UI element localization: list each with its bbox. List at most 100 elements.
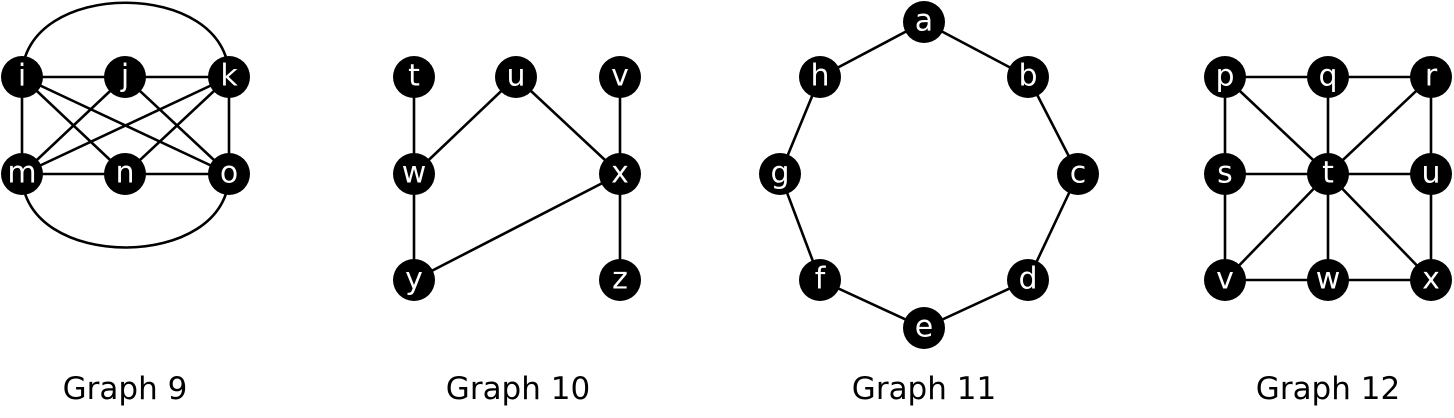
- node-o: o: [208, 153, 250, 195]
- edge-k-n: [124, 76, 230, 175]
- node-label: u: [506, 59, 525, 94]
- node-label: m: [7, 156, 36, 191]
- edge-p-t: [1224, 76, 1329, 175]
- node-label: x: [611, 156, 629, 191]
- node-w: w: [1307, 259, 1349, 301]
- node-circle: [393, 259, 435, 301]
- node-circle: [1410, 56, 1452, 98]
- graph-11-title: Graph 11: [852, 371, 996, 407]
- node-circle: [104, 56, 146, 98]
- node-circle: [1, 56, 43, 98]
- nodes: a b c d e f g h: [759, 1, 1099, 349]
- node-x: x: [599, 153, 641, 195]
- node-v: v: [599, 56, 641, 98]
- node-circle: [393, 56, 435, 98]
- node-label: t: [408, 59, 420, 94]
- node-circle: [903, 307, 945, 349]
- node-label: s: [1217, 156, 1233, 191]
- node-circle: [1, 153, 43, 195]
- node-z: z: [599, 259, 641, 301]
- node-label: f: [815, 262, 827, 297]
- node-t: t: [1307, 153, 1349, 195]
- node-circle: [1057, 153, 1099, 195]
- node-y: y: [393, 259, 435, 301]
- node-u: u: [495, 56, 537, 98]
- node-circle: [599, 56, 641, 98]
- node-label: x: [1422, 262, 1440, 297]
- edge-i-k: [20, 1, 231, 78]
- node-circle: [759, 153, 801, 195]
- edge-j-m: [21, 76, 126, 175]
- edge-m-o: [20, 173, 231, 249]
- node-label: e: [915, 310, 933, 345]
- node-circle: [599, 153, 641, 195]
- nodes: i j k m n o: [1, 56, 250, 195]
- node-label: k: [220, 59, 238, 94]
- node-c: c: [1057, 153, 1099, 195]
- node-label: p: [1215, 59, 1234, 94]
- edge-r-t: [1327, 76, 1432, 175]
- node-s: s: [1204, 153, 1246, 195]
- node-b: b: [1007, 56, 1049, 98]
- node-circle: [799, 259, 841, 301]
- node-circle: [393, 153, 435, 195]
- node-n: n: [104, 153, 146, 195]
- graph-9-title: Graph 9: [63, 371, 188, 407]
- node-g: g: [759, 153, 801, 195]
- node-circle: [1007, 56, 1049, 98]
- node-v: v: [1204, 259, 1246, 301]
- graph-10-title: Graph 10: [446, 371, 590, 407]
- node-label: c: [1070, 156, 1087, 191]
- node-label: h: [810, 59, 829, 94]
- node-circle: [495, 56, 537, 98]
- node-label: u: [1421, 156, 1440, 191]
- node-circle: [1307, 153, 1349, 195]
- node-q: q: [1307, 56, 1349, 98]
- node-circle: [1410, 259, 1452, 301]
- node-label: v: [611, 59, 629, 94]
- node-circle: [1307, 56, 1349, 98]
- node-circle: [1307, 259, 1349, 301]
- node-circle: [903, 1, 945, 43]
- edge-w-u: [413, 76, 517, 175]
- edges: [20, 1, 231, 249]
- node-label: o: [220, 156, 238, 191]
- node-label: q: [1318, 59, 1337, 94]
- node-u: u: [1410, 153, 1452, 195]
- nodes: p q r s t u v w x: [1204, 56, 1452, 301]
- node-circle: [1007, 259, 1049, 301]
- node-label: r: [1425, 59, 1438, 94]
- edge-u-x: [515, 76, 621, 175]
- node-label: d: [1018, 262, 1037, 297]
- node-label: i: [18, 59, 26, 94]
- graph-11: a b c d e f g h: [759, 1, 1099, 349]
- node-label: b: [1018, 59, 1037, 94]
- node-circle: [599, 259, 641, 301]
- node-d: d: [1007, 259, 1049, 301]
- node-circle: [1204, 56, 1246, 98]
- node-label: a: [915, 4, 933, 39]
- node-circle: [104, 153, 146, 195]
- node-h: h: [799, 56, 841, 98]
- edges: [412, 76, 622, 282]
- node-label: z: [612, 262, 628, 297]
- node-circle: [208, 153, 250, 195]
- graph-12: p q r s t u v w x: [1204, 56, 1452, 301]
- node-circle: [799, 56, 841, 98]
- node-x: x: [1410, 259, 1452, 301]
- node-label: t: [1322, 156, 1334, 191]
- edge-k-m: [21, 75, 230, 176]
- node-label: w: [1316, 262, 1341, 297]
- node-label: y: [405, 262, 423, 297]
- node-e: e: [903, 307, 945, 349]
- node-circle: [1410, 153, 1452, 195]
- node-circle: [208, 56, 250, 98]
- edge-x-t: [1327, 173, 1432, 281]
- node-k: k: [208, 56, 250, 98]
- node-a: a: [903, 1, 945, 43]
- graph-12-title: Graph 12: [1256, 371, 1400, 407]
- node-r: r: [1410, 56, 1452, 98]
- node-j: j: [104, 56, 146, 98]
